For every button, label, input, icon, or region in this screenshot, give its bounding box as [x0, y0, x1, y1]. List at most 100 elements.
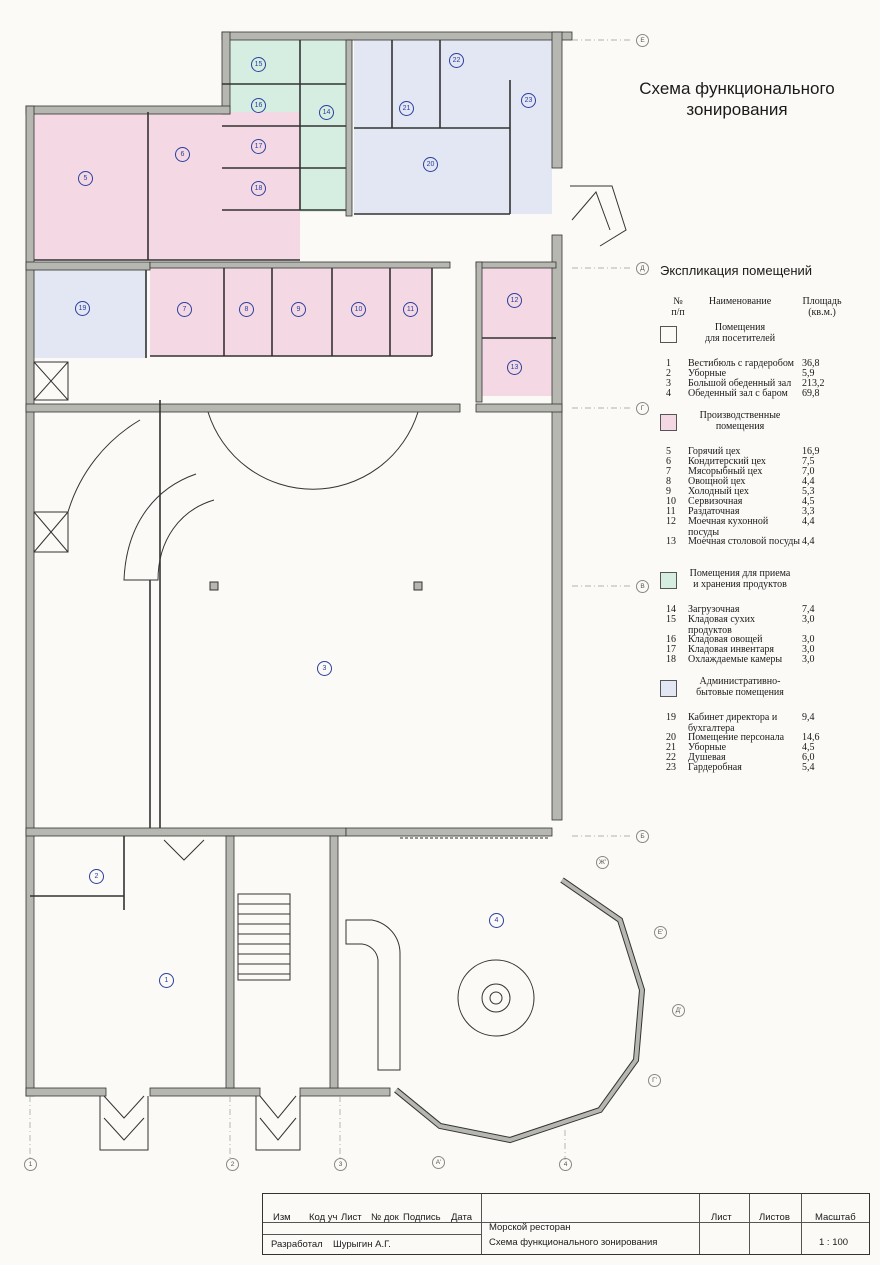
legend-area: 9,4: [802, 712, 815, 723]
legend-no: 3: [666, 378, 671, 389]
legend-area: 3,0: [802, 614, 815, 625]
legend-no: 4: [666, 388, 671, 399]
legend-area: 4,4: [802, 536, 815, 547]
legend-swatch: [660, 326, 677, 343]
legend-area: 3,3: [802, 506, 815, 517]
axis-marker: Г': [648, 1074, 661, 1087]
stamp-sheet-title: Схема функционального зонирования: [489, 1237, 658, 1248]
legend-name: Горячий цех: [688, 446, 741, 457]
legend-area: 14,6: [802, 732, 820, 743]
legend-name: Мясорыбный цех: [688, 466, 763, 477]
room-number: 18: [251, 181, 266, 196]
legend-area: 213,2: [802, 378, 825, 389]
legend-area: 4,4: [802, 516, 815, 527]
room-number: 21: [399, 101, 414, 116]
legend-category: Помещения для приема и хранения продукто…: [689, 568, 791, 590]
axis-marker: Д': [672, 1004, 685, 1017]
stamp-scale-label: Масштаб: [815, 1212, 856, 1223]
legend-category: Производственные помещения: [699, 410, 781, 432]
legend-name: Вестибюль с гардеробом: [688, 358, 794, 369]
stamp-developed: Разработал: [271, 1239, 323, 1250]
legend-title: Экспликация помещений: [660, 263, 813, 278]
legend-area: 4,5: [802, 742, 815, 753]
legend-no: 16: [666, 634, 676, 645]
legend-area: 5,9: [802, 368, 815, 379]
stamp-header: Изм: [273, 1212, 291, 1223]
legend-swatch: [660, 680, 677, 697]
legend-no: 20: [666, 732, 676, 743]
legend-no: 11: [666, 506, 676, 517]
room-number: 19: [75, 301, 90, 316]
legend-name: Холодный цех: [688, 486, 749, 497]
staircase: [237, 893, 291, 981]
legend-area: 3,0: [802, 644, 815, 655]
legend-name: Обеденный зал с баром: [688, 388, 788, 399]
room-number: 16: [251, 98, 266, 113]
axis-marker: А': [432, 1156, 445, 1169]
legend-area: 5,4: [802, 762, 815, 773]
legend-name: Кабинет директора и бухгалтера: [688, 712, 778, 734]
room-number: 20: [423, 157, 438, 172]
legend-no: 18: [666, 654, 676, 665]
legend-no: 22: [666, 752, 676, 763]
room-number: 23: [521, 93, 536, 108]
legend-no: 10: [666, 496, 676, 507]
zone-blue-staff: [354, 40, 552, 214]
stamp-header: Подпись: [403, 1212, 441, 1223]
legend-no: 7: [666, 466, 671, 477]
room-number: 3: [317, 661, 332, 676]
legend-name: Загрузочная: [688, 604, 740, 615]
axis-marker: В: [636, 580, 649, 593]
room-number: 6: [175, 147, 190, 162]
legend-no: 5: [666, 446, 671, 457]
stamp-sheets-label: Листов: [759, 1212, 790, 1223]
axis-marker: Б: [636, 830, 649, 843]
room-number: 4: [489, 913, 504, 928]
axis-marker: 1: [24, 1158, 37, 1171]
axis-marker: 4: [559, 1158, 572, 1171]
legend-name: Помещение персонала: [688, 732, 785, 743]
room-number: 1: [159, 973, 174, 988]
room-number: 11: [403, 302, 418, 317]
axis-marker: Ж': [596, 856, 609, 869]
zone-blue-director: [34, 270, 146, 358]
partitions: [30, 40, 556, 910]
room-number: 8: [239, 302, 254, 317]
legend-no: 1: [666, 358, 671, 369]
stamp-header: Код уч: [309, 1212, 338, 1223]
legend-no: 23: [666, 762, 676, 773]
legend-name: Охлаждаемые камеры: [688, 654, 783, 665]
legend-no: 9: [666, 486, 671, 497]
room-number: 7: [177, 302, 192, 317]
legend-header-name: Наименование: [708, 296, 772, 307]
legend-category: Помещения для посетителей: [704, 322, 776, 344]
legend-no: 8: [666, 476, 671, 487]
legend-no: 15: [666, 614, 676, 625]
legend-name: Гардеробная: [688, 762, 742, 773]
legend-name: Уборные: [688, 742, 727, 753]
axis-marker: Д: [636, 262, 649, 275]
legend-name: Большой обеденный зал: [688, 378, 792, 389]
room-number: 12: [507, 293, 522, 308]
legend-area: 7,0: [802, 466, 815, 477]
room-number: 15: [251, 57, 266, 72]
legend-no: 14: [666, 604, 676, 615]
legend-swatch: [660, 414, 677, 431]
stamp-author: Шурыгин А.Г.: [333, 1239, 391, 1250]
axis-grid: [29, 39, 632, 1160]
legend-name: Моечная столовой посуды: [688, 536, 800, 547]
lift-shaft: [33, 361, 69, 401]
legend-name: Кладовая овощей: [688, 634, 763, 645]
lift-shaft: [33, 511, 69, 553]
stamp-scale: 1 : 100: [819, 1237, 849, 1248]
legend-name: Раздаточная: [688, 506, 740, 517]
legend-no: 12: [666, 516, 676, 527]
stamp-header: № док: [371, 1212, 399, 1223]
stamp-sheet-label: Лист: [711, 1212, 732, 1223]
room-number: 10: [351, 302, 366, 317]
legend-header-num: № п/п: [671, 296, 685, 318]
stamp-project: Морской ресторан: [489, 1222, 571, 1233]
room-number: 2: [89, 869, 104, 884]
